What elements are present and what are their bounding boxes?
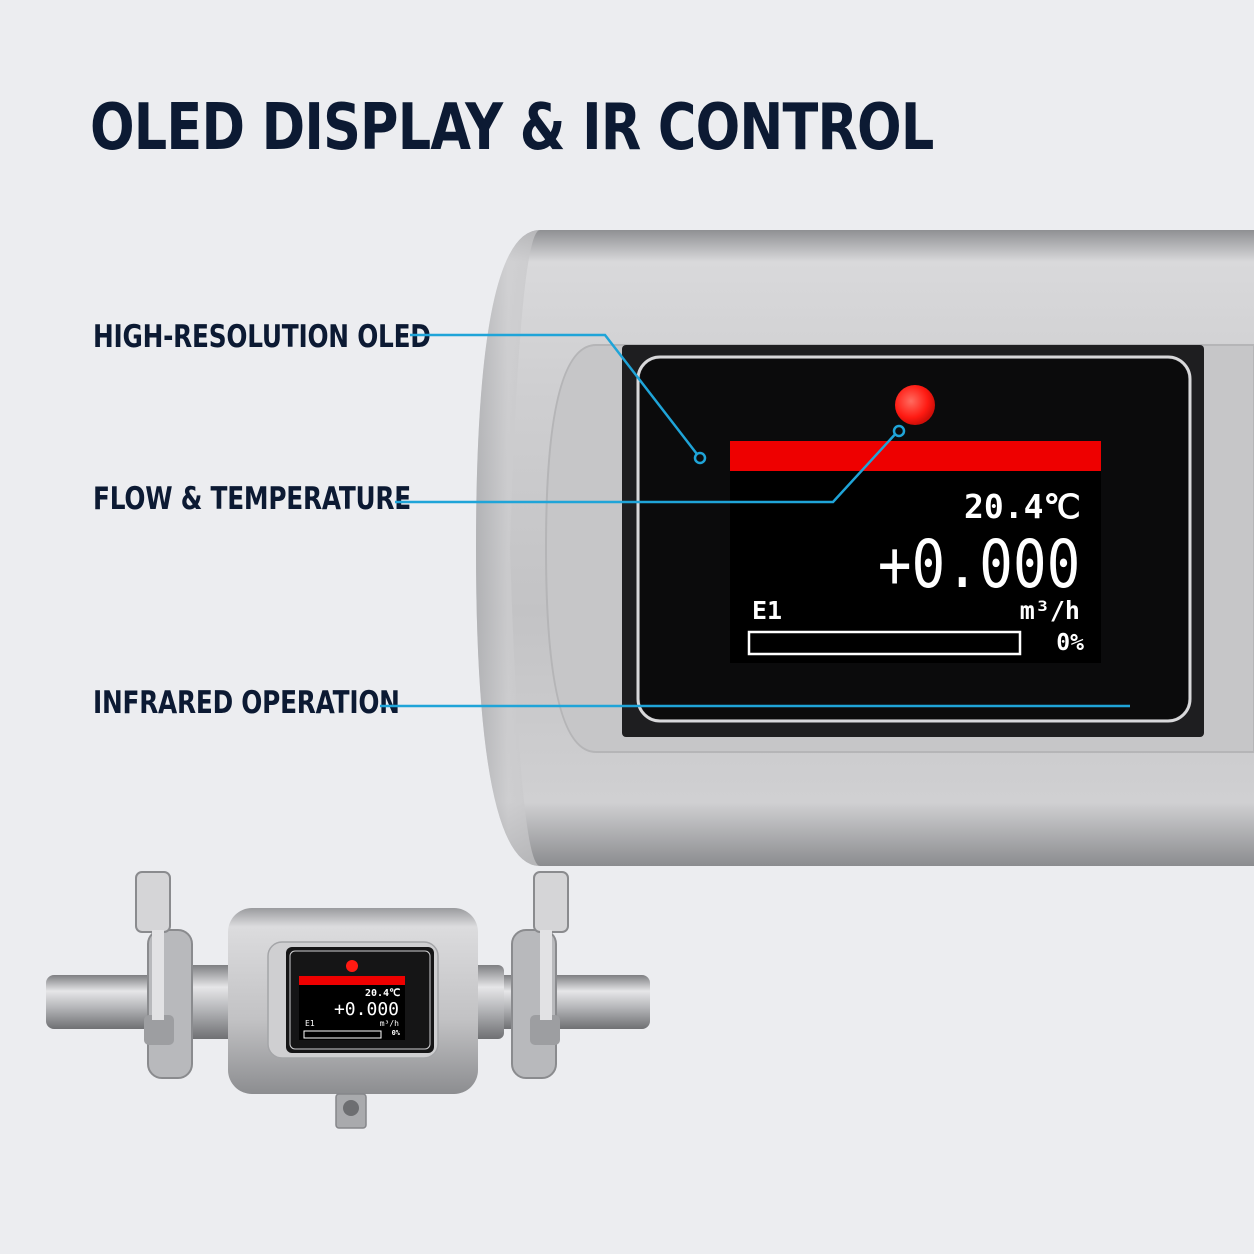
callout-dot-flow bbox=[892, 424, 906, 438]
ir-indicator-led bbox=[895, 385, 935, 425]
display-flow-unit: m³/h bbox=[1019, 596, 1080, 625]
oled-screen bbox=[730, 441, 1101, 663]
display-percent: 0% bbox=[1056, 630, 1084, 656]
display-temperature: 20.4℃ bbox=[964, 487, 1081, 526]
flow-progress-track bbox=[747, 630, 1022, 656]
display-status-code: E1 bbox=[752, 596, 783, 625]
small-display-percent: 0% bbox=[391, 1029, 400, 1037]
callout-label-flow-temperature: FLOW & TEMPERATURE bbox=[93, 481, 411, 517]
callout-label-oled: HIGH-RESOLUTION OLED bbox=[93, 319, 431, 355]
callout-lines bbox=[380, 333, 1130, 708]
callout-dot-oled bbox=[693, 451, 707, 465]
page-title: OLED DISPLAY & IR CONTROL bbox=[90, 91, 934, 165]
callout-label-infrared: INFRARED OPERATION bbox=[93, 685, 400, 721]
small-display-status-code: E1 bbox=[305, 1019, 315, 1028]
small-display-flow-value: +0.000 bbox=[333, 999, 399, 1020]
screen-header-bar bbox=[730, 441, 1101, 471]
small-display-flow-unit: m³/h bbox=[379, 1019, 399, 1028]
display-flow-value: +0.000 bbox=[877, 526, 1080, 603]
meter-small-view bbox=[46, 871, 650, 1129]
small-display-temperature: 20.4℃ bbox=[365, 988, 401, 999]
